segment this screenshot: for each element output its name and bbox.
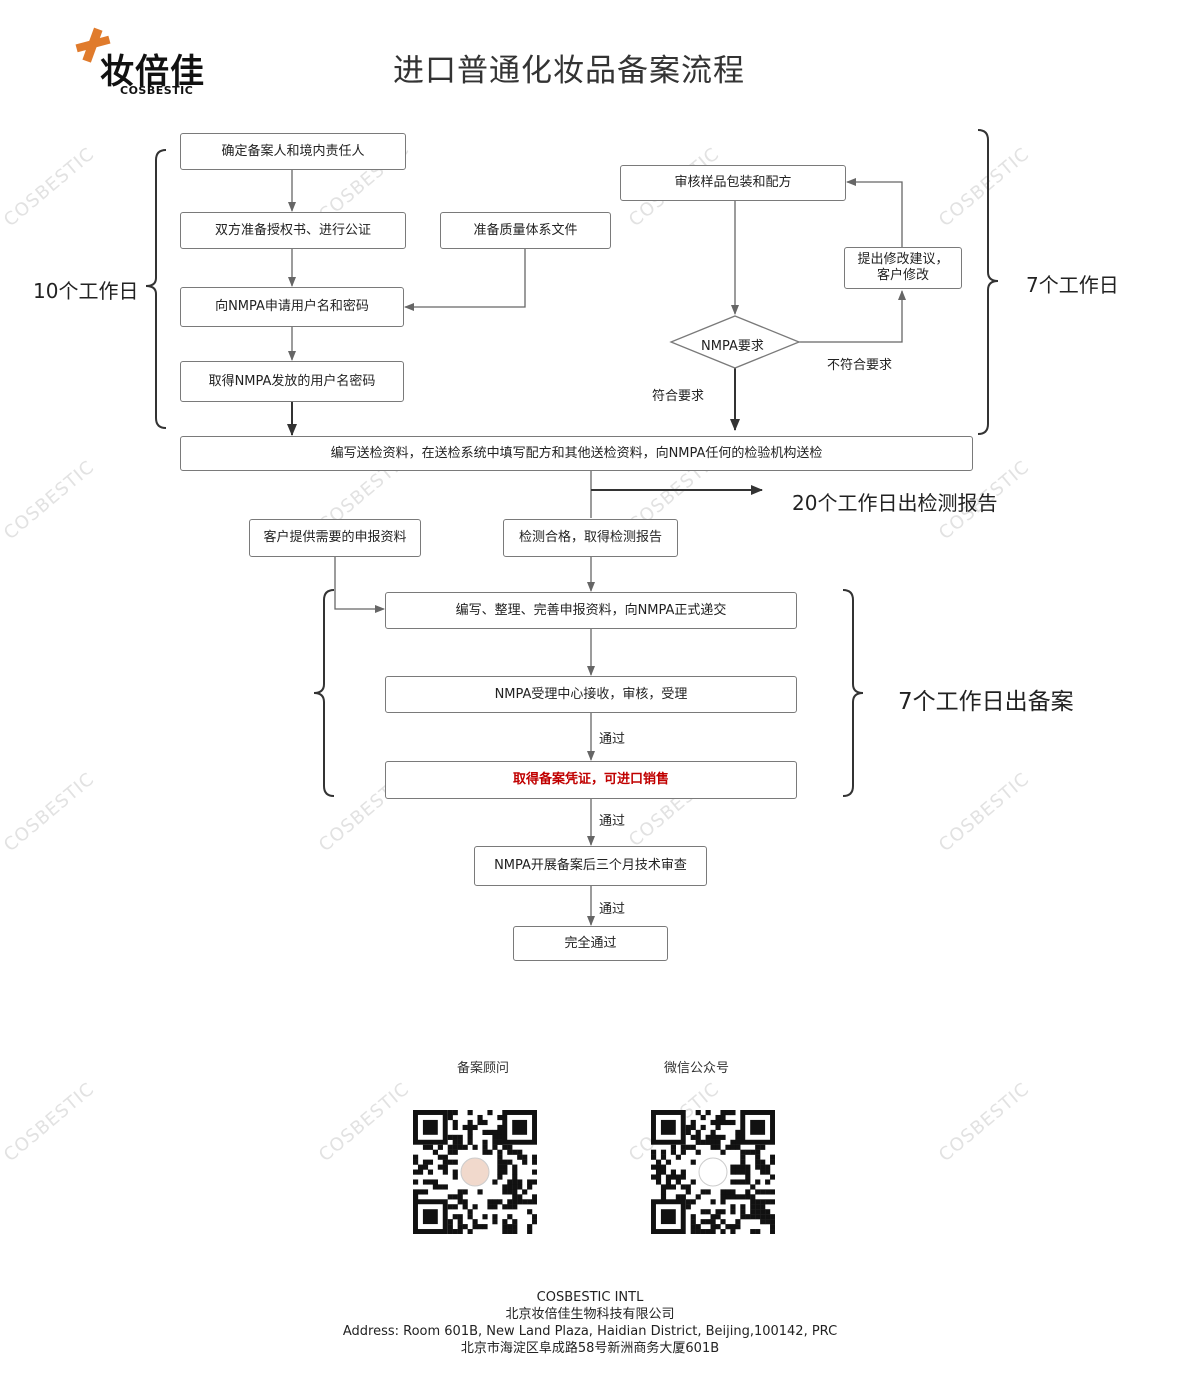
label-pass-2: 通过 (599, 814, 626, 829)
label-ok: 符合要求 (652, 389, 705, 404)
label-not-ok: 不符合要求 (827, 358, 893, 373)
qr-code-wechat (651, 1110, 775, 1234)
label-pass-1: 通过 (599, 732, 626, 747)
step-get-account: 取得NMPA发放的用户名密码 (180, 361, 404, 402)
brace-label-left-top: 10个工作日 (33, 279, 139, 303)
step-apply-account: 向NMPA申请用户名和密码 (180, 287, 404, 327)
label-20-days: 20个工作日出检测报告 (792, 491, 998, 515)
qr-caption-consultant: 备案顾问 (457, 1061, 510, 1076)
brace-label-right-bottom: 7个工作日出备案 (898, 689, 1074, 715)
logo-text: 妆倍佳 (100, 52, 205, 92)
decision-diamond (669, 315, 801, 369)
step-test-passed: 检测合格，取得检测报告 (503, 519, 678, 557)
step-complete: 完全通过 (513, 926, 668, 961)
step-inspection: 编写送检资料，在送检系统中填写配方和其他送检资料，向NMPA任何的检验机构送检 (180, 436, 973, 471)
decision-label: NMPA要求 (701, 339, 764, 354)
footer-address-cn: 北京市海淀区阜成路58号新洲商务大厦601B (460, 1341, 720, 1356)
step-modify-line1: 提出修改建议， (857, 252, 949, 267)
step-authorize: 双方准备授权书、进行公证 (180, 212, 406, 249)
qr-caption-wechat: 微信公众号 (664, 1061, 730, 1076)
step-accept: NMPA受理中心接收，审核，受理 (385, 676, 797, 713)
logo-icon (75, 27, 111, 63)
label-pass-3: 通过 (599, 902, 626, 917)
footer-company-en: COSBESTIC INTL (536, 1290, 644, 1305)
footer-company-cn: 北京妆倍佳生物科技有限公司 (505, 1307, 675, 1322)
step-modify-line2: 客户修改 (876, 268, 929, 283)
footer-address-en: Address: Room 601B, New Land Plaza, Haid… (342, 1324, 838, 1339)
logo-subtitle: COSBESTIC (120, 84, 194, 97)
page-title: 进口普通化妆品备案流程 (393, 53, 745, 89)
qr-code-consultant (413, 1110, 537, 1234)
step-quality-docs: 准备质量体系文件 (440, 212, 611, 249)
step-confirm: 确定备案人和境内责任人 (180, 133, 406, 170)
step-customer-docs: 客户提供需要的申报资料 (249, 519, 421, 557)
step-review-sample: 审核样品包装和配方 (620, 165, 846, 201)
step-modify: 提出修改建议， 客户修改 (844, 247, 962, 289)
step-certificate: 取得备案凭证，可进口销售 (385, 761, 797, 799)
brace-label-right-top: 7个工作日 (1026, 273, 1119, 297)
step-tech-review: NMPA开展备案后三个月技术审查 (474, 846, 707, 886)
step-submit: 编写、整理、完善申报资料，向NMPA正式递交 (385, 592, 797, 629)
